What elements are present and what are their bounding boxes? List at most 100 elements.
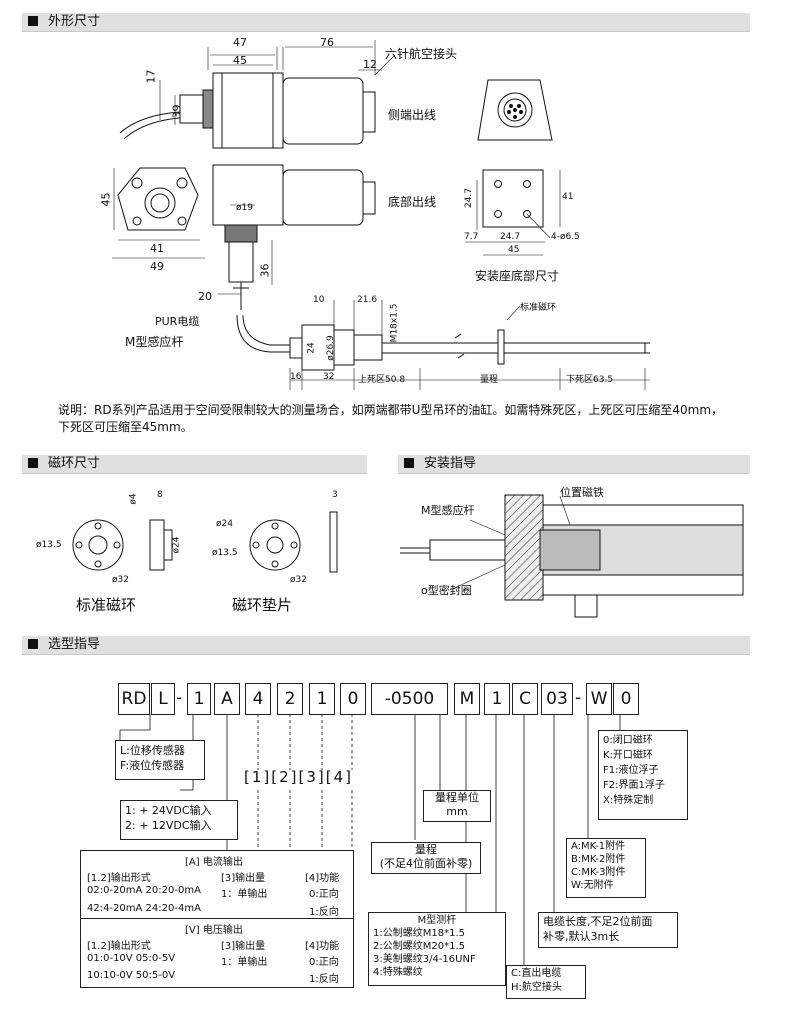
section-title: 外形尺寸 [48,14,101,29]
code-0b: 0 [613,683,639,715]
section-title: 选型指导 [48,637,101,652]
voltage-r1c1: 01:0-10V 05:0-5V [87,953,176,964]
ring-k: K:开口磁环 [603,750,653,761]
code-1c: 1 [484,683,510,715]
code-l: L [151,683,175,715]
dead-zone-bottom: 下死区63.5 [566,375,614,385]
six-pin-connector-label: 六针航空接头 [385,47,458,61]
flange-front-view [112,167,205,259]
dim-12: 12 [363,58,377,71]
voltage-title: [V] 电压输出 [185,925,243,936]
magnet-ring-box: 0:闭口磁环 K:开口磁环 F1:液位浮子 F2:界面1浮子 X:特殊定制 [598,730,688,820]
dim-21-6: 21.6 [357,295,378,305]
cable-length-box: 电缆长度,不足2位前面 补零,默认3m长 [538,912,678,948]
mount-hole-label: 4-ø6.5 [551,232,580,242]
code-dash-2: - [575,688,582,708]
conn-h: H:航空接头 [511,982,562,993]
standard-ring-pointer-label: 标准磁环 [520,303,557,313]
install-m-rod-label: M型感应杆 [421,504,475,517]
dim-36: 36 [258,263,272,278]
current-title: [A] 电流输出 [185,857,243,868]
acc-a: A:MK-1附件 [571,841,626,852]
dim-45-vertical: 45 [99,192,113,207]
connection-box: C:直出电缆 H:航空接头 [506,965,586,999]
square-bullet-icon [404,458,414,468]
stroke-title: 量程 [415,843,437,856]
mrod-3: 3:美制螺纹3/4-16UNF [373,954,476,965]
section-header-ring: 磁环尺寸 [22,455,367,474]
sensor-type-box: L:位移传感器 F:液位传感器 [115,740,205,780]
dim-41: 41 [150,242,164,255]
acc-c: C:MK-3附件 [571,867,626,878]
ring-dim-24: ø24 [171,536,182,554]
ring-dim-32: ø32 [112,575,129,585]
code-4: 4 [245,683,271,715]
mount-dim-24-7-v: 24.7 [464,187,475,209]
current-r1c3: 0:正向 [309,889,339,900]
type-l: L:位移传感器 [120,744,185,757]
section-title: 安装指导 [424,456,477,471]
current-r1c1: 02:0-20mA 20:20-0mA [87,885,201,896]
mounting-base [465,169,561,256]
mrod-1: 1:公制螺纹M18*1.5 [373,928,465,939]
ring-0: 0:闭口磁环 [603,735,653,746]
accessory-box: A:MK-1附件 B:MK-2附件 C:MK-3附件 W:无附件 [566,838,646,898]
current-r1c2: 1：单输出 [221,889,268,900]
stroke-box: 量程 (不足4位前面补零) [371,842,481,874]
code-leader-lines [119,714,621,965]
dim-10: 10 [313,295,325,305]
stroke-label: 量程 [480,375,499,385]
description-note: 说明：RD系列产品适用于空间受限制较大的测量场合，如两端都带U型吊环的油缸。如需… [58,403,724,434]
standard-ring-drawing [72,519,173,571]
code-1b: 1 [309,683,335,715]
voltage-h2: [3]输出量 [221,941,266,952]
code-stroke-0500: -0500 [371,683,448,715]
side-outlet-label: 侧端出线 [388,108,437,122]
conn-c: C:直出电缆 [511,968,562,979]
mount-dim-45: 45 [508,245,520,255]
code-c: C [512,683,538,715]
mount-dim-24-7-h: 24.7 [500,232,521,242]
section-header-select: 选型指导 [22,636,750,655]
table-divider [81,918,353,919]
dim-m18: M18x1.5 [389,303,400,343]
ring-f2: F2:界面1浮子 [603,780,665,791]
code-rd: RD [118,683,150,715]
dim-76: 76 [320,36,334,49]
unit-title: 量程单位 [435,791,479,804]
ring-dim-13-5: ø13.5 [36,540,62,550]
rod-long-view [236,300,650,390]
supply-2: 2: + 12VDC输入 [125,819,212,832]
code-03: 03 [541,683,573,715]
cable-1: 电缆长度,不足2位前面 [543,915,653,928]
voltage-h1: [1.2]输出形式 [87,941,151,952]
code-0: 0 [340,683,366,715]
voltage-r2c1: 10:10-0V 50:5-0V [87,970,176,981]
code-dash-1: - [176,688,183,708]
mrod-4: 4:特殊螺纹 [373,967,423,978]
dim-phi26-9: ø26.9 [325,335,336,361]
section-title: 磁环尺寸 [48,456,101,471]
supply-box: 1: + 24VDC输入 2: + 12VDC输入 [120,800,238,840]
voltage-r1c3: 0:正向 [309,957,339,968]
unit-mm: mm [446,805,468,818]
dim-32: 32 [323,372,335,382]
cable-2: 补零,默认3m长 [543,930,620,943]
bracket-labels: [1][2][3][4] [244,768,353,786]
bottom-outlet-sensor [212,164,376,310]
spacer-dim-13-5: ø13.5 [212,548,238,558]
spacer-dim-24: ø24 [216,519,233,529]
install-oring-label: o型密封圈 [421,584,472,597]
current-r2c3: 1:反向 [309,907,339,918]
current-r2c1: 42:4-20mA 24:20-4mA [87,903,201,914]
ring-dim-4: ø4 [128,493,139,505]
m-rod-label: M型感应杆 [125,335,184,349]
install-position-magnet-label: 位置磁铁 [560,486,604,499]
current-h1: [1.2]输出形式 [87,873,151,884]
connector-top-view [477,79,553,141]
spacer-dim-3: 3 [332,490,338,500]
dim-16: 16 [290,372,302,382]
current-h2: [3]输出量 [221,873,266,884]
voltage-h3: [4]功能 [305,941,340,952]
code-1: 1 [187,683,211,715]
